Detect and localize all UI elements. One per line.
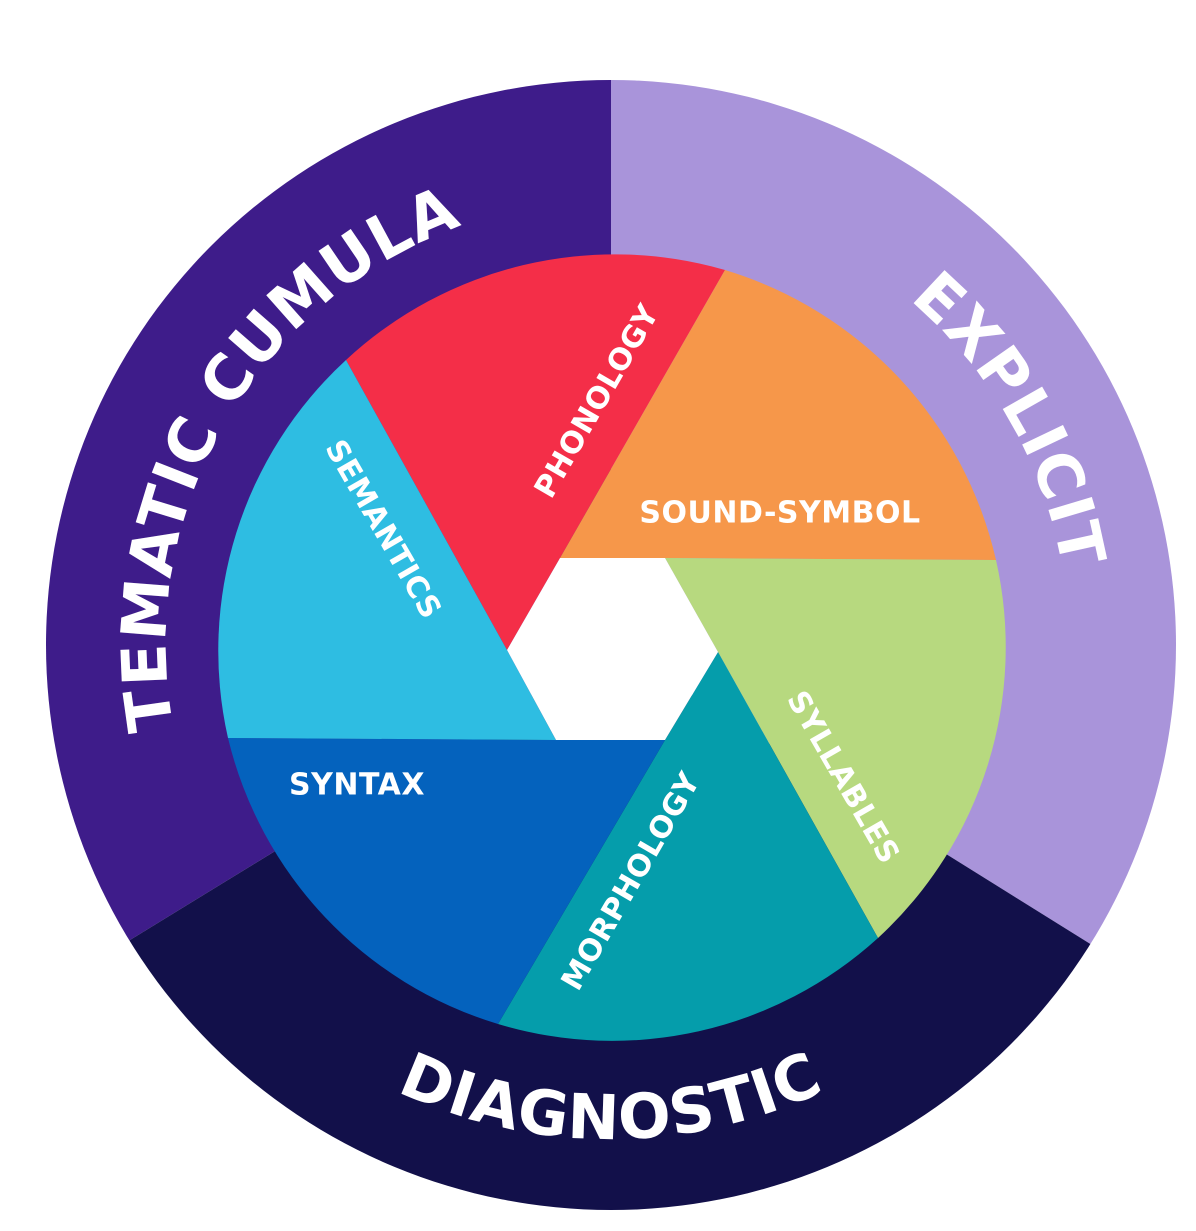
segment-sound-symbol: [560, 270, 996, 560]
segment-label-syntax: SYNTAX: [289, 768, 425, 803]
segment-morphology: [498, 652, 878, 1041]
center-hexagon: [507, 558, 718, 740]
segment-syllables: [665, 558, 1006, 938]
segment-phonology: [346, 254, 725, 650]
segment-syntax: [228, 738, 665, 1024]
segment-label-sound-symbol: SOUND-SYMBOL: [639, 496, 920, 531]
segment-semantics: [218, 360, 556, 740]
